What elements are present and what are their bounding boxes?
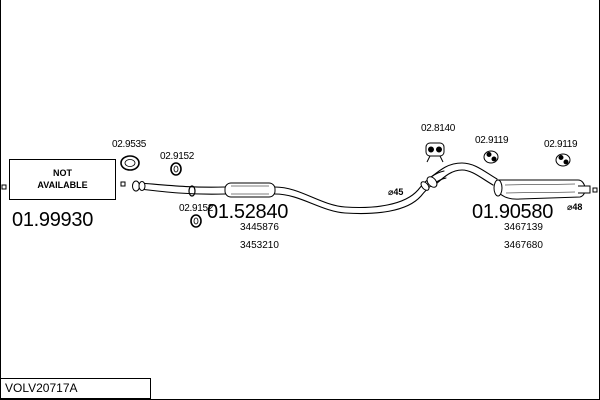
rubber-hanger-icon <box>425 142 445 163</box>
fitting-code-hanger-2: 02.9119 <box>475 135 509 146</box>
left-end-marker <box>1 184 7 190</box>
right-end-marker <box>592 187 598 193</box>
middle-pipe-diameter: ⌀45 <box>388 187 404 197</box>
middle-silencer <box>224 182 276 198</box>
rear-oe-number-1: 3467139 <box>504 222 543 233</box>
not-available-text: NOT AVAILABLE <box>37 168 88 190</box>
fitting-code-gasket: 02.9535 <box>112 139 147 150</box>
rear-pipe <box>429 162 498 186</box>
fitting-code-clamp-lower: 02.9152 <box>179 203 214 214</box>
pipe-clamp-icon <box>188 185 196 197</box>
not-available-box: NOT AVAILABLE <box>9 159 116 200</box>
rear-inlet-flange <box>420 176 438 191</box>
front-part-code: 01.99930 <box>12 209 94 231</box>
fitting-code-hanger-1: 02.8140 <box>421 123 456 134</box>
fitting-code-clamp-upper: 02.9152 <box>160 151 195 162</box>
diagram-reference-box: VOLV20717A <box>0 378 151 399</box>
fitting-code-hanger-3: 02.9119 <box>544 139 578 150</box>
middle-part-code: 01.52840 <box>207 201 289 223</box>
rubber-hanger-icon <box>555 153 571 167</box>
tailpipe <box>578 185 591 194</box>
rear-pipe-diameter: ⌀48 <box>567 202 583 212</box>
rubber-hanger-icon <box>483 150 499 164</box>
clamp-ring-icon <box>190 214 202 228</box>
middle-inlet-flange <box>132 180 146 192</box>
rear-silencer <box>493 179 586 200</box>
diagram-reference: VOLV20717A <box>5 381 78 395</box>
middle-oe-number-1: 3445876 <box>240 222 279 233</box>
front-connection-marker <box>120 181 126 187</box>
rear-oe-number-2: 3467680 <box>504 240 543 251</box>
rear-part-code: 01.90580 <box>472 201 554 223</box>
gasket-ring-icon <box>120 155 140 171</box>
clamp-ring-icon <box>170 162 182 176</box>
middle-oe-number-2: 3453210 <box>240 240 279 251</box>
